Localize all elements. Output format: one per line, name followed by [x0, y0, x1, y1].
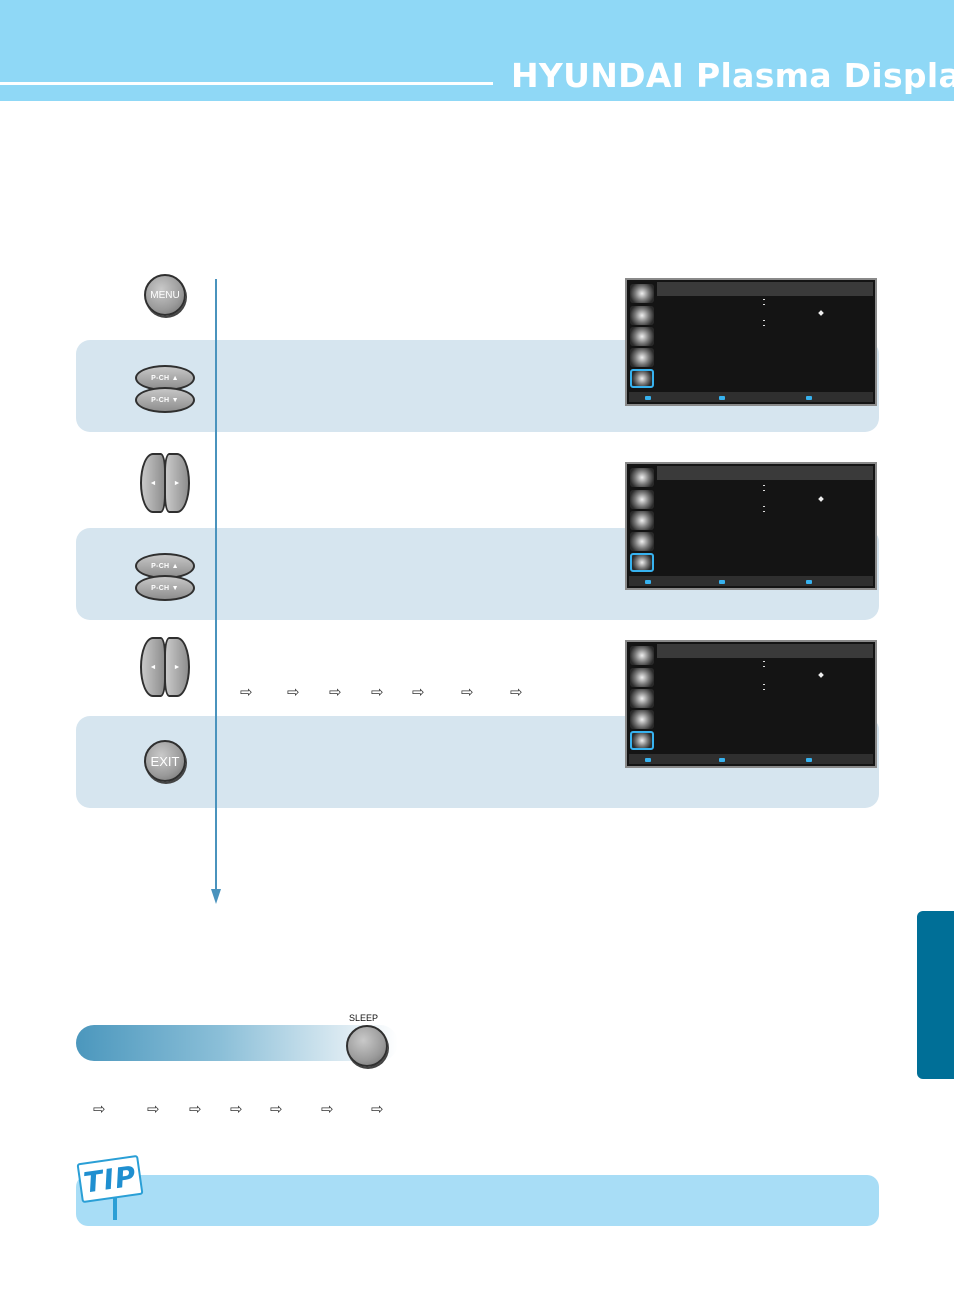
picture-menu-icon [630, 284, 654, 303]
osd-title-bar [657, 466, 873, 480]
osd-screen-2 [625, 462, 877, 590]
pch-up-label: P-CH ▲ [151, 374, 179, 382]
osd-move-icon [645, 396, 651, 400]
right-button[interactable]: ► [164, 453, 190, 513]
osd-hint-bar [629, 392, 873, 402]
left-arrow-icon: ◄ [149, 479, 157, 487]
page-header: HYUNDAI Plasma Display [0, 0, 954, 101]
osd-screen-3 [625, 640, 877, 768]
sequence-arrow-icon: ⇨ [287, 683, 300, 701]
osd-exit-icon [806, 396, 812, 400]
menu-button-label: MENU [150, 289, 180, 301]
sound-menu-icon [630, 668, 654, 687]
osd-select-icon [719, 396, 725, 400]
sequence-arrow-icon: ⇨ [270, 1100, 283, 1118]
sleep-button[interactable] [346, 1025, 388, 1067]
left-arrow-icon: ◄ [149, 663, 157, 671]
timer-menu-icon[interactable] [630, 553, 654, 572]
osd-separator [763, 320, 765, 326]
pch-up-label: P-CH ▲ [151, 562, 179, 570]
sequence-arrow-icon: ⇨ [189, 1100, 202, 1118]
osd-move-icon [645, 580, 651, 584]
sequence-arrow-icon: ⇨ [147, 1100, 160, 1118]
left-right-button-pair: ◄ ► [140, 453, 190, 513]
osd-move-icon [645, 758, 651, 762]
left-button[interactable]: ◄ [140, 637, 166, 697]
right-arrow-icon: ► [173, 479, 181, 487]
left-right-button-pair: ◄ ► [140, 637, 190, 697]
osd-select-icon [719, 758, 725, 762]
right-button[interactable]: ► [164, 637, 190, 697]
exit-button-label: EXIT [150, 753, 180, 769]
osd-exit-icon [806, 758, 812, 762]
sequence-arrow-icon: ⇨ [230, 1100, 243, 1118]
pch-down-label: P-CH ▼ [151, 584, 179, 592]
osd-adjust-icon [818, 496, 824, 502]
setup-menu-icon [630, 710, 654, 729]
tip-box [76, 1175, 879, 1226]
timer-menu-icon[interactable] [630, 369, 654, 388]
tip-sign-post [113, 1198, 117, 1220]
osd-separator [763, 299, 765, 305]
osd-adjust-icon [818, 672, 824, 678]
timer-menu-icon[interactable] [630, 731, 654, 750]
osd-exit-icon [806, 580, 812, 584]
pch-down-button[interactable]: P-CH ▼ [135, 575, 195, 601]
screen-menu-icon [630, 327, 654, 346]
sequence-arrow-icon: ⇨ [321, 1100, 334, 1118]
setup-menu-icon [630, 532, 654, 551]
sequence-arrow-icon: ⇨ [510, 683, 523, 701]
osd-select-icon [719, 580, 725, 584]
osd-separator [763, 661, 765, 667]
osd-separator [763, 485, 765, 491]
sleep-button-label: SLEEP [349, 1013, 379, 1023]
sleep-banner [76, 1025, 398, 1061]
menu-button[interactable]: MENU [144, 274, 186, 316]
osd-separator [763, 684, 765, 690]
pch-button-pair: P-CH ▲ P-CH ▼ [135, 365, 195, 413]
sequence-arrow-icon: ⇨ [461, 683, 474, 701]
left-button[interactable]: ◄ [140, 453, 166, 513]
pch-down-button[interactable]: P-CH ▼ [135, 387, 195, 413]
right-arrow-icon: ► [173, 663, 181, 671]
sequence-arrow-icon: ⇨ [371, 1100, 384, 1118]
flow-arrowhead-icon [211, 889, 221, 904]
sound-menu-icon [630, 306, 654, 325]
sequence-arrow-icon: ⇨ [93, 1100, 106, 1118]
exit-button[interactable]: EXIT [144, 740, 186, 782]
screen-menu-icon [630, 689, 654, 708]
flow-line [215, 279, 217, 891]
osd-title-bar [657, 282, 873, 296]
picture-menu-icon [630, 468, 654, 487]
tip-sign-icon: TIP [76, 1154, 144, 1204]
chapter-tab [917, 911, 954, 1079]
osd-hint-bar [629, 576, 873, 586]
screen-menu-icon [630, 511, 654, 530]
osd-adjust-icon [818, 310, 824, 316]
pch-down-label: P-CH ▼ [151, 396, 179, 404]
picture-menu-icon [630, 646, 654, 665]
pch-button-pair: P-CH ▲ P-CH ▼ [135, 553, 195, 601]
header-rule [0, 82, 493, 85]
sound-menu-icon [630, 490, 654, 509]
sequence-arrow-icon: ⇨ [371, 683, 384, 701]
page-title: HYUNDAI Plasma Display [511, 56, 954, 95]
tip-sign-label: TIP [81, 1158, 139, 1200]
sequence-arrow-icon: ⇨ [412, 683, 425, 701]
sequence-arrow-icon: ⇨ [329, 683, 342, 701]
osd-title-bar [657, 644, 873, 658]
osd-hint-bar [629, 754, 873, 764]
osd-screen-1 [625, 278, 877, 406]
sequence-arrow-icon: ⇨ [240, 683, 253, 701]
osd-separator [763, 506, 765, 512]
setup-menu-icon [630, 348, 654, 367]
